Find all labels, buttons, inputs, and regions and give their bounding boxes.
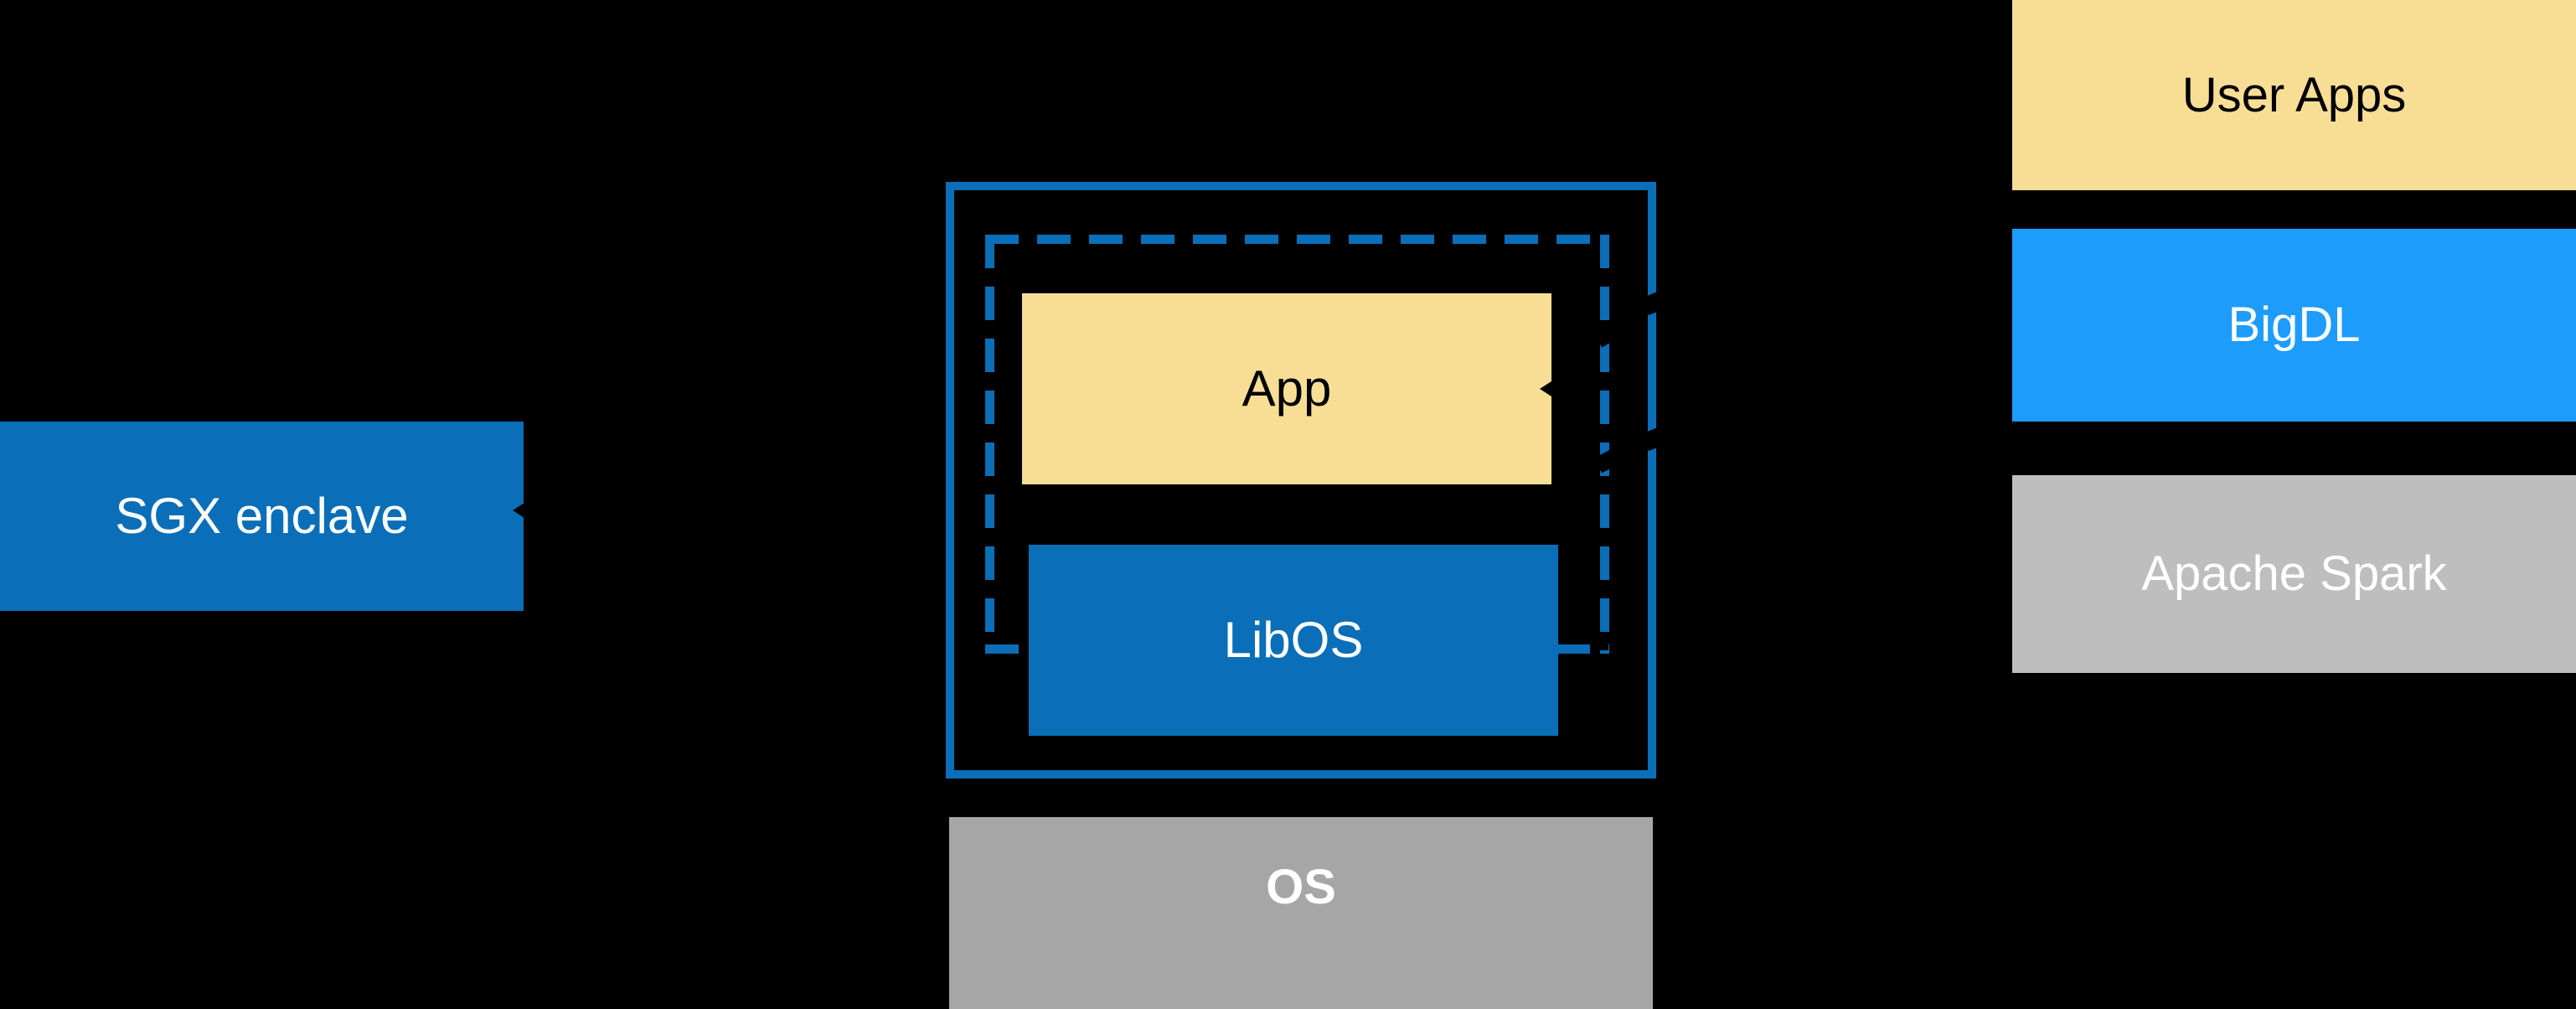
os-box: OS [949,817,1653,1009]
apache-spark-label: Apache Spark [2141,546,2447,602]
sgx-enclave-box: SGX enclave [0,422,524,611]
dashed-edge-right [1600,235,1609,654]
dashed-edge-top [985,235,1609,244]
enclave-boundary-frame [946,182,1656,779]
apache-spark-box: Apache Spark [2012,475,2576,673]
arrow-app-to-user-apps-icon [1540,381,1551,396]
app-box: App [1022,293,1551,484]
user-apps-label: User Apps [2181,67,2407,122]
arrow-sgx-to-enclave-icon [513,503,524,518]
os-label: OS [1266,860,1336,914]
dashed-edge-left [985,235,994,654]
user-apps-box: User Apps [2012,0,2576,190]
bigdl-label: BigDL [2228,298,2361,353]
app-label: App [1242,360,1332,417]
libos-label: LibOS [1223,612,1364,668]
sgx-enclave-label: SGX enclave [115,488,409,544]
libos-box: LibOS [1029,545,1558,736]
bigdl-box: BigDL [2012,229,2576,422]
